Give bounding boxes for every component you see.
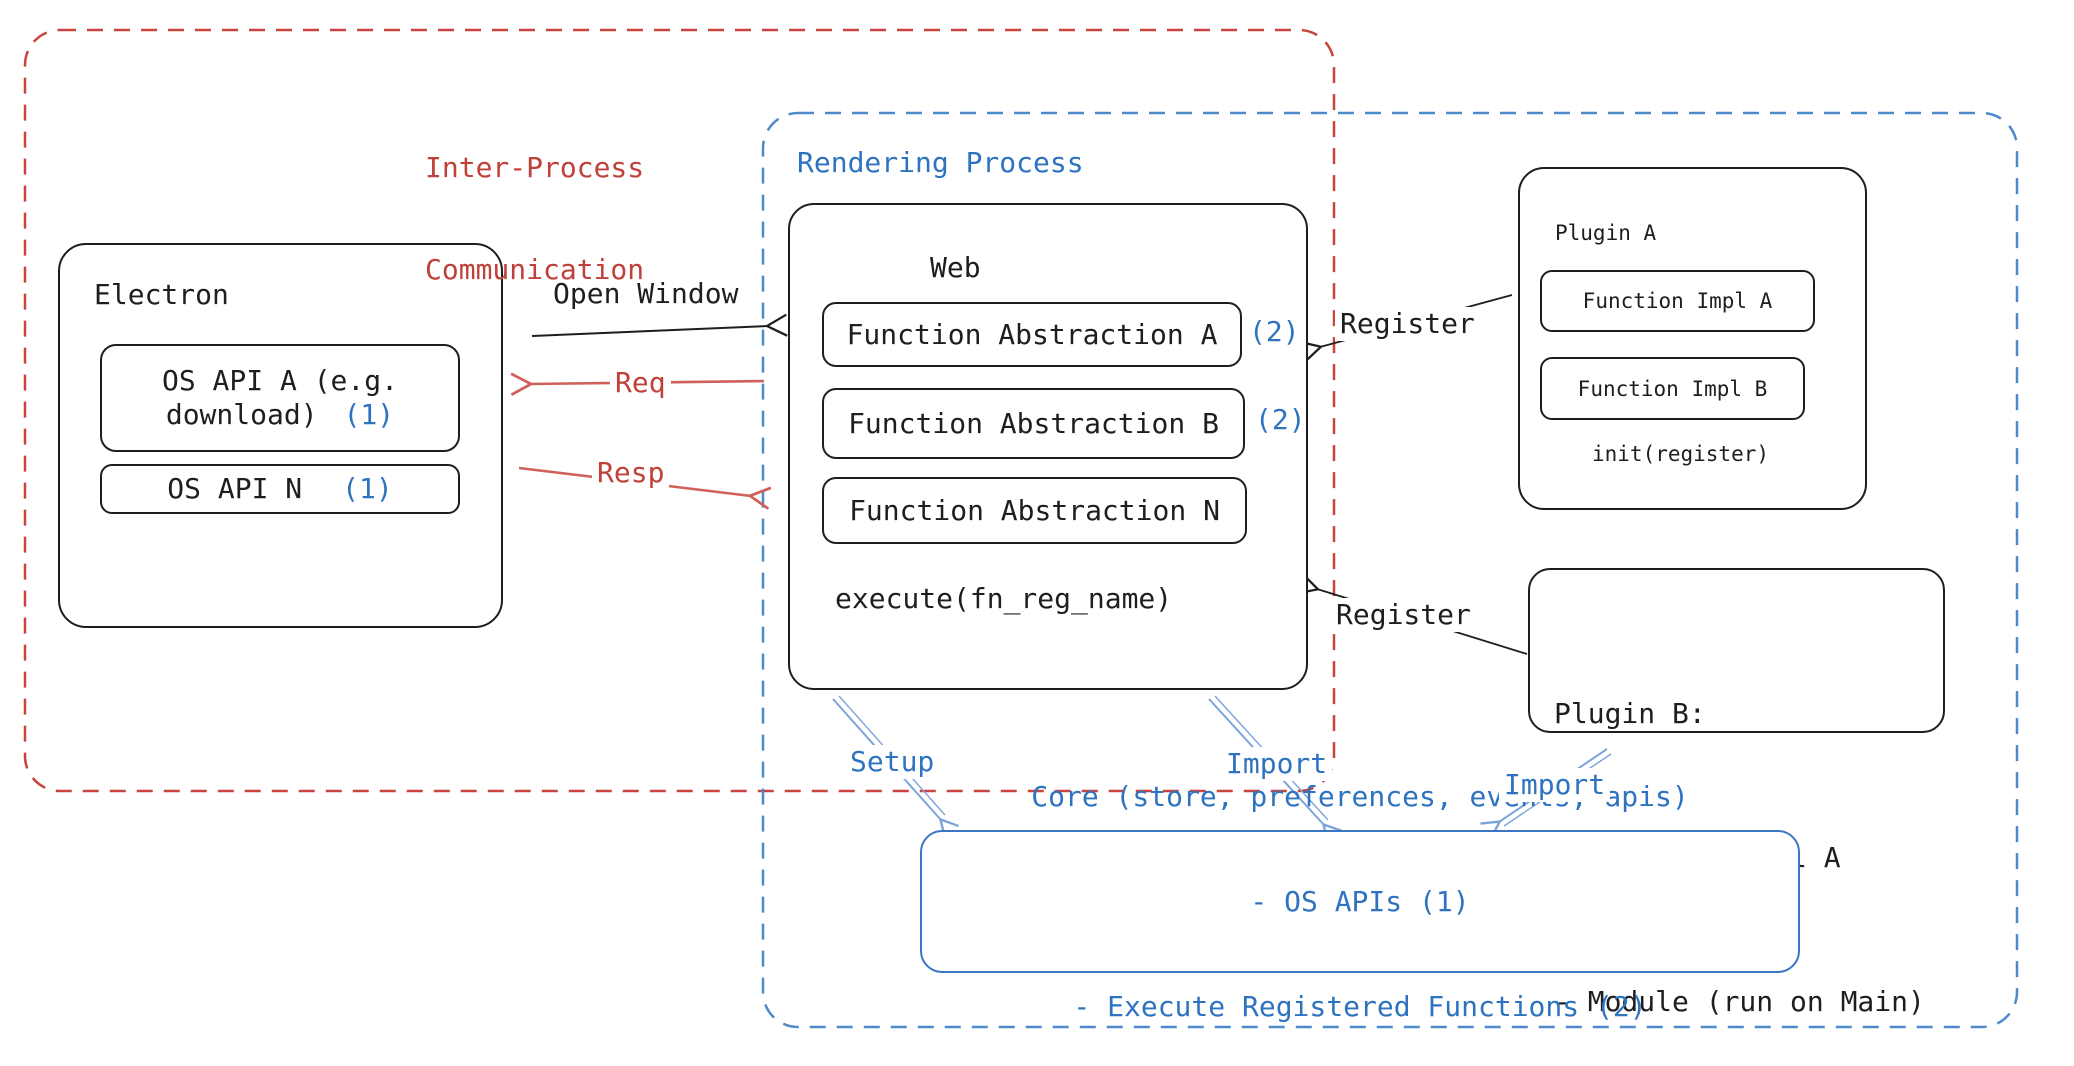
web-box: Web Function Abstraction A (2) Function …: [788, 203, 1308, 690]
function-abstraction-b-box: Function Abstraction B: [822, 388, 1245, 459]
import-web-label: Import: [1221, 747, 1333, 781]
plugin-a-title: Plugin A: [1555, 221, 1657, 245]
req-label: Req: [610, 366, 671, 400]
open-window-arrow: [531, 313, 788, 337]
function-abstraction-n-label: Function Abstraction N: [849, 493, 1220, 527]
function-abstraction-a-label: Function Abstraction A: [846, 317, 1218, 351]
plugin-b-title: Plugin B:: [1554, 697, 1706, 730]
os-api-a-line2: download): [165, 398, 318, 431]
os-api-a-box: OS API A (e.g. download) (1): [100, 344, 460, 452]
ipc-label-line2: Communication: [425, 253, 645, 286]
os-api-n-label: OS API N: [167, 472, 303, 505]
ipc-label-line1: Inter-Process: [425, 151, 645, 184]
function-abstraction-a-box: Function Abstraction A: [822, 302, 1242, 367]
open-window-label: Open Window: [553, 277, 739, 310]
function-abstraction-a-num: (2): [1249, 315, 1300, 348]
ipc-dashed-box: [23, 28, 1336, 793]
plugin-a-box: Plugin A Function Impl A Function Impl B…: [1518, 167, 1867, 510]
register-top-label: Register: [1335, 307, 1480, 341]
function-impl-b-label: Function Impl B: [1577, 376, 1768, 401]
function-abstraction-b-num: (2): [1255, 403, 1306, 436]
function-impl-a-box: Function Impl A: [1540, 270, 1815, 332]
plugin-b-module-line: - Module (run on Main): [1554, 985, 1925, 1018]
os-api-a-num: (1): [343, 398, 395, 431]
core-box: Core (store, preferences, events, apis) …: [920, 780, 1800, 1023]
core-line3: - Execute Registered Functions (2): [1073, 990, 1647, 1023]
os-api-a-line1: OS API A (e.g.: [161, 364, 398, 397]
init-register-label: init(register): [1592, 442, 1770, 466]
function-abstraction-n-box: Function Abstraction N: [822, 477, 1247, 544]
import-plugin-label: Import: [1499, 768, 1611, 802]
electron-box: Electron OS API A (e.g. download) (1) OS…: [58, 243, 503, 628]
function-abstraction-b-label: Function Abstraction B: [848, 406, 1219, 440]
execute-label: execute(fn_reg_name): [835, 582, 1173, 615]
function-impl-b-box: Function Impl B: [1540, 357, 1805, 420]
register-bottom-label: Register: [1331, 598, 1476, 632]
electron-title: Electron: [94, 278, 229, 311]
ipc-label: Inter-Process Communication: [425, 83, 644, 355]
core-line1: Core (store, preferences, events, apis): [1031, 780, 1689, 813]
os-api-n-num: (1): [342, 472, 393, 505]
os-api-n-box: OS API N (1): [100, 464, 460, 514]
setup-label: Setup: [845, 745, 940, 779]
core-line2: - OS APIs (1): [1250, 885, 1470, 918]
rendering-process-label: Rendering Process: [797, 146, 1084, 179]
resp-label: Resp: [592, 456, 670, 490]
rendering-dashed-box: [761, 111, 2019, 1029]
function-impl-a-label: Function Impl A: [1582, 289, 1773, 313]
web-title: Web: [930, 251, 981, 284]
